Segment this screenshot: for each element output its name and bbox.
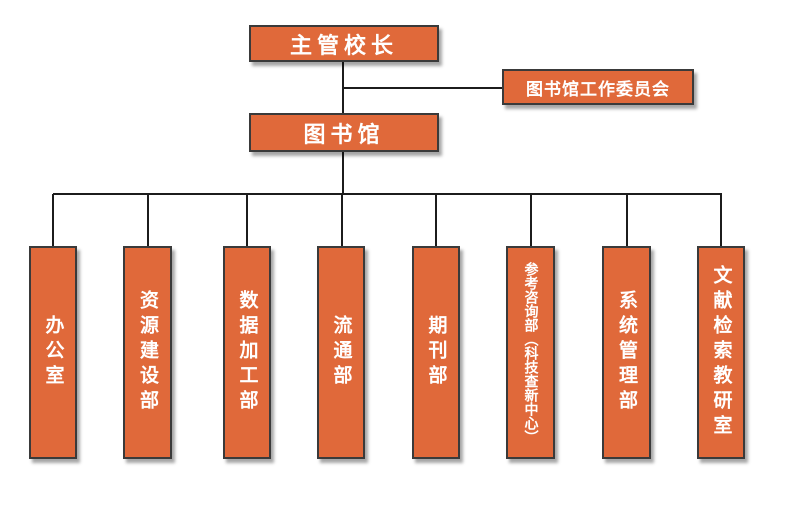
connector-dept-0	[52, 194, 54, 246]
dept-circulation-label: 流通部	[330, 315, 353, 390]
connector-dept-3	[341, 194, 343, 246]
principal-label: 主管校长	[289, 33, 398, 59]
connector-dept-6	[626, 194, 628, 246]
library-box: 图书馆	[249, 113, 439, 152]
dept-data-processing-box: 数据加工部	[223, 246, 271, 459]
library-committee-label: 图书馆工作委员会	[526, 79, 670, 100]
dept-data-processing-label: 数据加工部	[236, 290, 259, 415]
dept-literature-retrieval-label: 文献检索教研室	[710, 265, 733, 440]
dept-periodicals-box: 期刊部	[412, 246, 460, 459]
connector-to-committee	[343, 87, 504, 89]
connector-dept-4	[435, 194, 437, 246]
dept-periodicals-label: 期刊部	[425, 315, 448, 390]
library-committee-box: 图书馆工作委员会	[502, 69, 694, 105]
dept-systems-box: 系统管理部	[602, 246, 651, 459]
dept-office-label: 办公室	[42, 315, 65, 390]
dept-office-box: 办公室	[29, 246, 77, 459]
dept-resource-building-box: 资源建设部	[123, 246, 172, 459]
connector-horizontal-bus	[53, 193, 722, 195]
connector-dept-5	[530, 194, 532, 246]
dept-resource-building-label: 资源建设部	[137, 290, 159, 415]
dept-reference-label: 参考咨询部（科技查新中心）	[522, 261, 539, 444]
principal-box: 主管校长	[249, 25, 439, 62]
dept-reference-box: 参考咨询部（科技查新中心）	[506, 246, 555, 459]
dept-literature-retrieval-box: 文献检索教研室	[697, 246, 745, 459]
dept-circulation-box: 流通部	[317, 246, 365, 459]
connector-dept-2	[246, 194, 248, 246]
connector-library-down	[342, 152, 344, 194]
connector-dept-1	[147, 194, 149, 246]
dept-systems-label: 系统管理部	[616, 290, 638, 415]
connector-dept-7	[720, 194, 722, 246]
library-label: 图书馆	[303, 122, 385, 148]
